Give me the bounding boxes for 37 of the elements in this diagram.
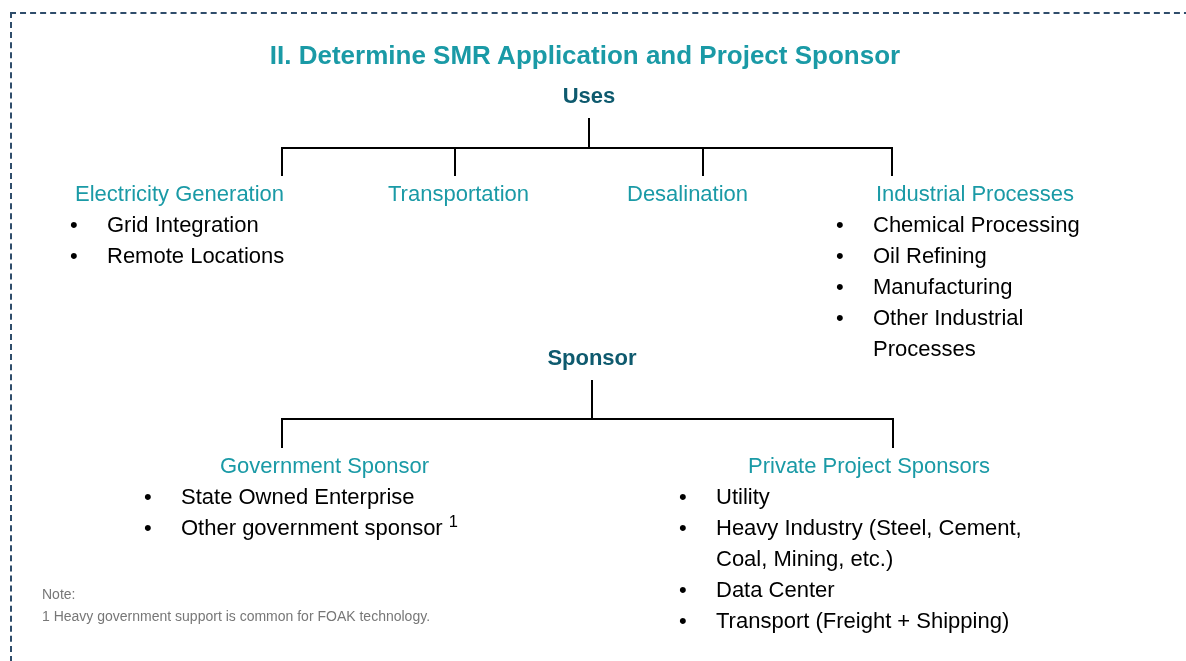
- use-heading: Transportation: [388, 180, 530, 208]
- bullet-item: Data Center: [716, 577, 835, 602]
- bullet-marker: •: [70, 242, 78, 270]
- bullet-item: Other government sponsor $^{1}$: [181, 515, 458, 540]
- bullet-marker: •: [70, 211, 78, 239]
- bullet-marker: •: [836, 211, 844, 239]
- connector-line: [588, 117, 893, 177]
- bullet-marker: •: [836, 304, 844, 332]
- bullet-item: Utility: [716, 484, 770, 509]
- bullet-item: Manufacturing: [873, 274, 1013, 299]
- bullet-marker: •: [679, 483, 687, 511]
- bullet-item: Remote Locations: [107, 243, 285, 268]
- bullet-item: Grid Integration: [107, 212, 259, 237]
- use-heading: Industrial Processes: [876, 180, 1075, 208]
- use-heading: Private Project Sponsors: [748, 452, 991, 480]
- category-heading: Uses: [489, 82, 689, 110]
- title: II. Determine SMR Application and Project Sponsor: [268, 39, 902, 72]
- category-heading: Sponsor: [492, 344, 692, 372]
- bullet-item: Heavy Industry (Steel, Cement, Coal, Mining, etc.): [716, 515, 1022, 571]
- bullet-marker: •: [836, 273, 844, 301]
- bullet-marker: •: [144, 483, 152, 511]
- bullet-marker: •: [836, 242, 844, 270]
- note-text: Note:: [42, 585, 76, 604]
- note-text: 1 Heavy government support is common for FOAK technology.: [42, 607, 431, 626]
- bullet-marker: •: [144, 514, 152, 542]
- use-heading: Electricity Generation: [75, 180, 285, 208]
- bullet-item: Oil Refining: [873, 243, 987, 268]
- bullet-marker: •: [679, 514, 687, 542]
- bullet-marker: •: [679, 607, 687, 635]
- bullet-item: State Owned Enterprise: [181, 484, 415, 509]
- bullet-item: Other Industrial Processes: [873, 305, 1024, 361]
- bullet-item: Transport (Freight + Shipping): [716, 608, 1010, 633]
- use-heading: Desalination: [627, 180, 749, 208]
- connector-line: [591, 379, 894, 449]
- use-heading: Government Sponsor: [220, 452, 430, 480]
- bullet-marker: •: [679, 576, 687, 604]
- bullet-item: Chemical Processing: [873, 212, 1080, 237]
